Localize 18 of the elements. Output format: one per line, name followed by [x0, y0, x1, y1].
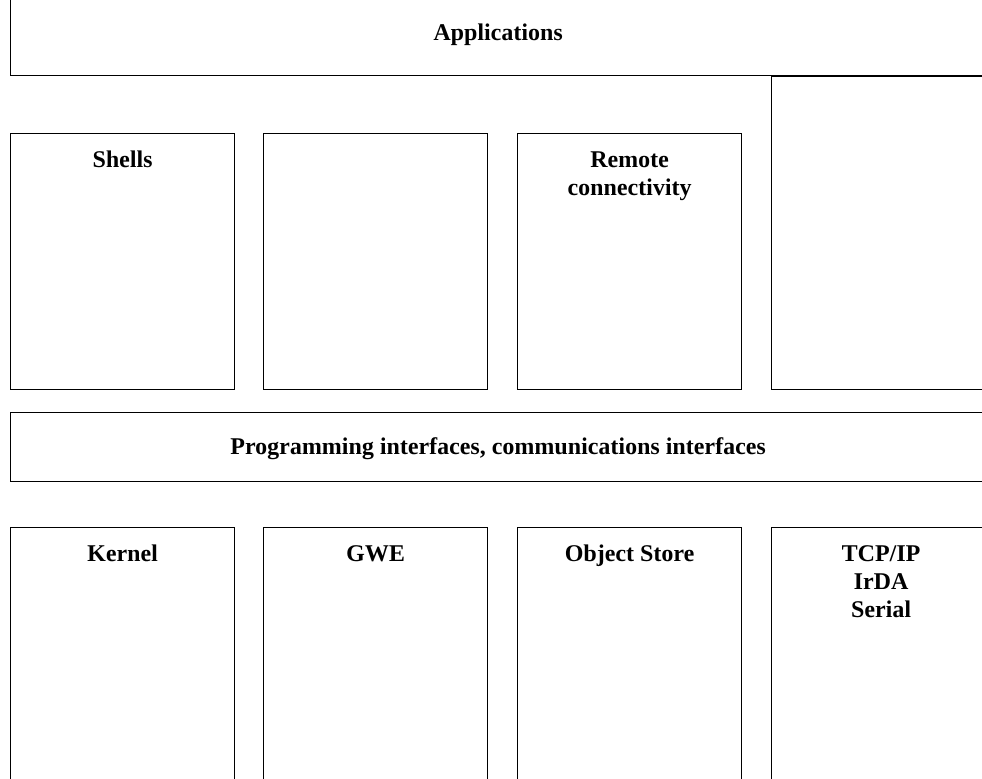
component-box	[771, 76, 982, 390]
component-label: Remote connectivity	[566, 146, 692, 202]
component-label: Kernel	[87, 540, 158, 568]
component-label: Object Store	[564, 540, 694, 568]
component-box	[517, 527, 742, 779]
layer-band	[10, 412, 982, 482]
layer-band	[10, 0, 982, 76]
component-box	[10, 527, 235, 779]
component-box	[517, 133, 742, 390]
layer-title: Applications	[433, 19, 563, 47]
component-box	[10, 133, 235, 390]
component-label: Shells	[92, 146, 153, 174]
component-label: TCP/IP IrDA Serial	[840, 540, 922, 624]
component-box	[263, 133, 488, 390]
layer-title: Programming interfaces, communications interfaces	[230, 433, 766, 461]
component-label: GWE	[346, 540, 405, 568]
component-box	[771, 527, 982, 779]
component-box	[263, 527, 488, 779]
